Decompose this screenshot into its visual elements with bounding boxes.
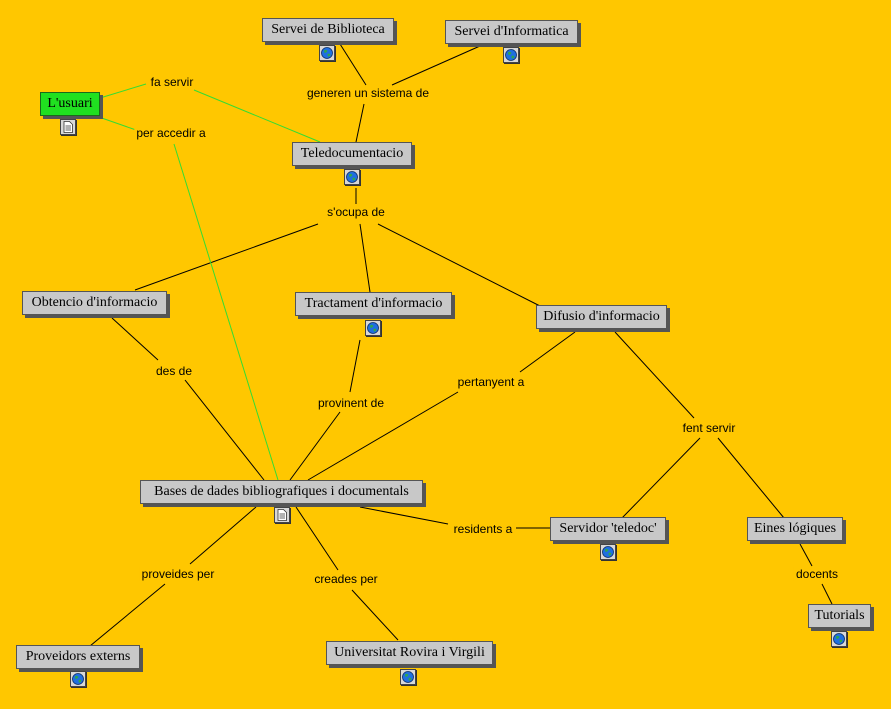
user-link-line	[173, 143, 279, 481]
link-line	[391, 45, 481, 86]
link-line	[377, 223, 541, 307]
link-line	[799, 543, 813, 567]
link-label-socupa: s'ocupa de	[325, 205, 387, 219]
node-bases-dades[interactable]: Bases de dades bibliografiques i documen…	[140, 480, 423, 504]
user-link-line	[95, 115, 137, 131]
globe-icon[interactable]	[503, 47, 519, 63]
link-line	[189, 506, 257, 565]
globe-icon[interactable]	[70, 671, 86, 687]
link-label-residents: residents a	[451, 522, 515, 536]
link-label-per-accedir: per accedir a	[134, 126, 208, 140]
link-line	[355, 103, 365, 143]
node-eines-logiques[interactable]: Eines lógiques	[747, 517, 843, 541]
link-line	[351, 589, 399, 641]
node-urv[interactable]: Universitat Rovira i Virgili	[326, 641, 493, 665]
link-line	[614, 331, 695, 419]
link-line	[184, 379, 265, 481]
node-servidor-teledoc[interactable]: Servidor 'teledoc'	[550, 517, 666, 541]
link-label-provinent: provinent de	[315, 396, 387, 410]
link-line	[111, 317, 159, 361]
link-line	[359, 223, 371, 293]
node-teledocumentacio[interactable]: Teledocumentacio	[292, 142, 412, 166]
node-servei-biblioteca[interactable]: Servei de Biblioteca	[262, 18, 394, 42]
link-label-des-de: des de	[153, 364, 195, 378]
globe-icon[interactable]	[400, 669, 416, 685]
user-link-line	[193, 89, 321, 143]
link-line	[307, 391, 459, 481]
document-icon[interactable]	[274, 507, 290, 523]
globe-icon[interactable]	[344, 169, 360, 185]
node-obtencio[interactable]: Obtencio d'informacio	[22, 291, 167, 315]
globe-icon[interactable]	[365, 320, 381, 336]
globe-icon[interactable]	[319, 45, 335, 61]
link-line	[295, 506, 339, 571]
user-link-line	[99, 83, 147, 99]
link-label-pertanyent: pertanyent a	[455, 375, 527, 389]
link-line	[519, 331, 576, 373]
link-line	[89, 583, 166, 647]
node-tractament[interactable]: Tractament d'informacio	[295, 292, 452, 316]
link-line	[621, 437, 701, 519]
link-label-proveides: proveides per	[139, 567, 217, 581]
link-line	[134, 223, 319, 291]
node-usuari[interactable]: L'usuari	[40, 92, 100, 116]
link-line	[339, 43, 367, 86]
node-proveidors[interactable]: Proveidors externs	[16, 645, 140, 669]
node-tutorials[interactable]: Tutorials	[808, 604, 871, 628]
link-line	[289, 411, 341, 481]
link-line	[717, 437, 785, 519]
link-label-creades: creades per	[312, 572, 380, 586]
link-line	[359, 506, 449, 525]
node-difusio[interactable]: Difusio d'informacio	[536, 305, 667, 329]
globe-icon[interactable]	[831, 631, 847, 647]
link-line	[821, 583, 833, 605]
link-label-fent-servir: fent servir	[680, 421, 738, 435]
node-servei-informatica[interactable]: Servei d'Informatica	[445, 20, 578, 44]
link-label-docents: docents	[793, 567, 841, 581]
globe-icon[interactable]	[600, 544, 616, 560]
document-icon[interactable]	[60, 119, 76, 135]
link-label-generen: generen un sistema de	[304, 86, 432, 100]
link-label-fa-servir: fa servir	[148, 75, 196, 89]
link-line	[349, 339, 361, 393]
